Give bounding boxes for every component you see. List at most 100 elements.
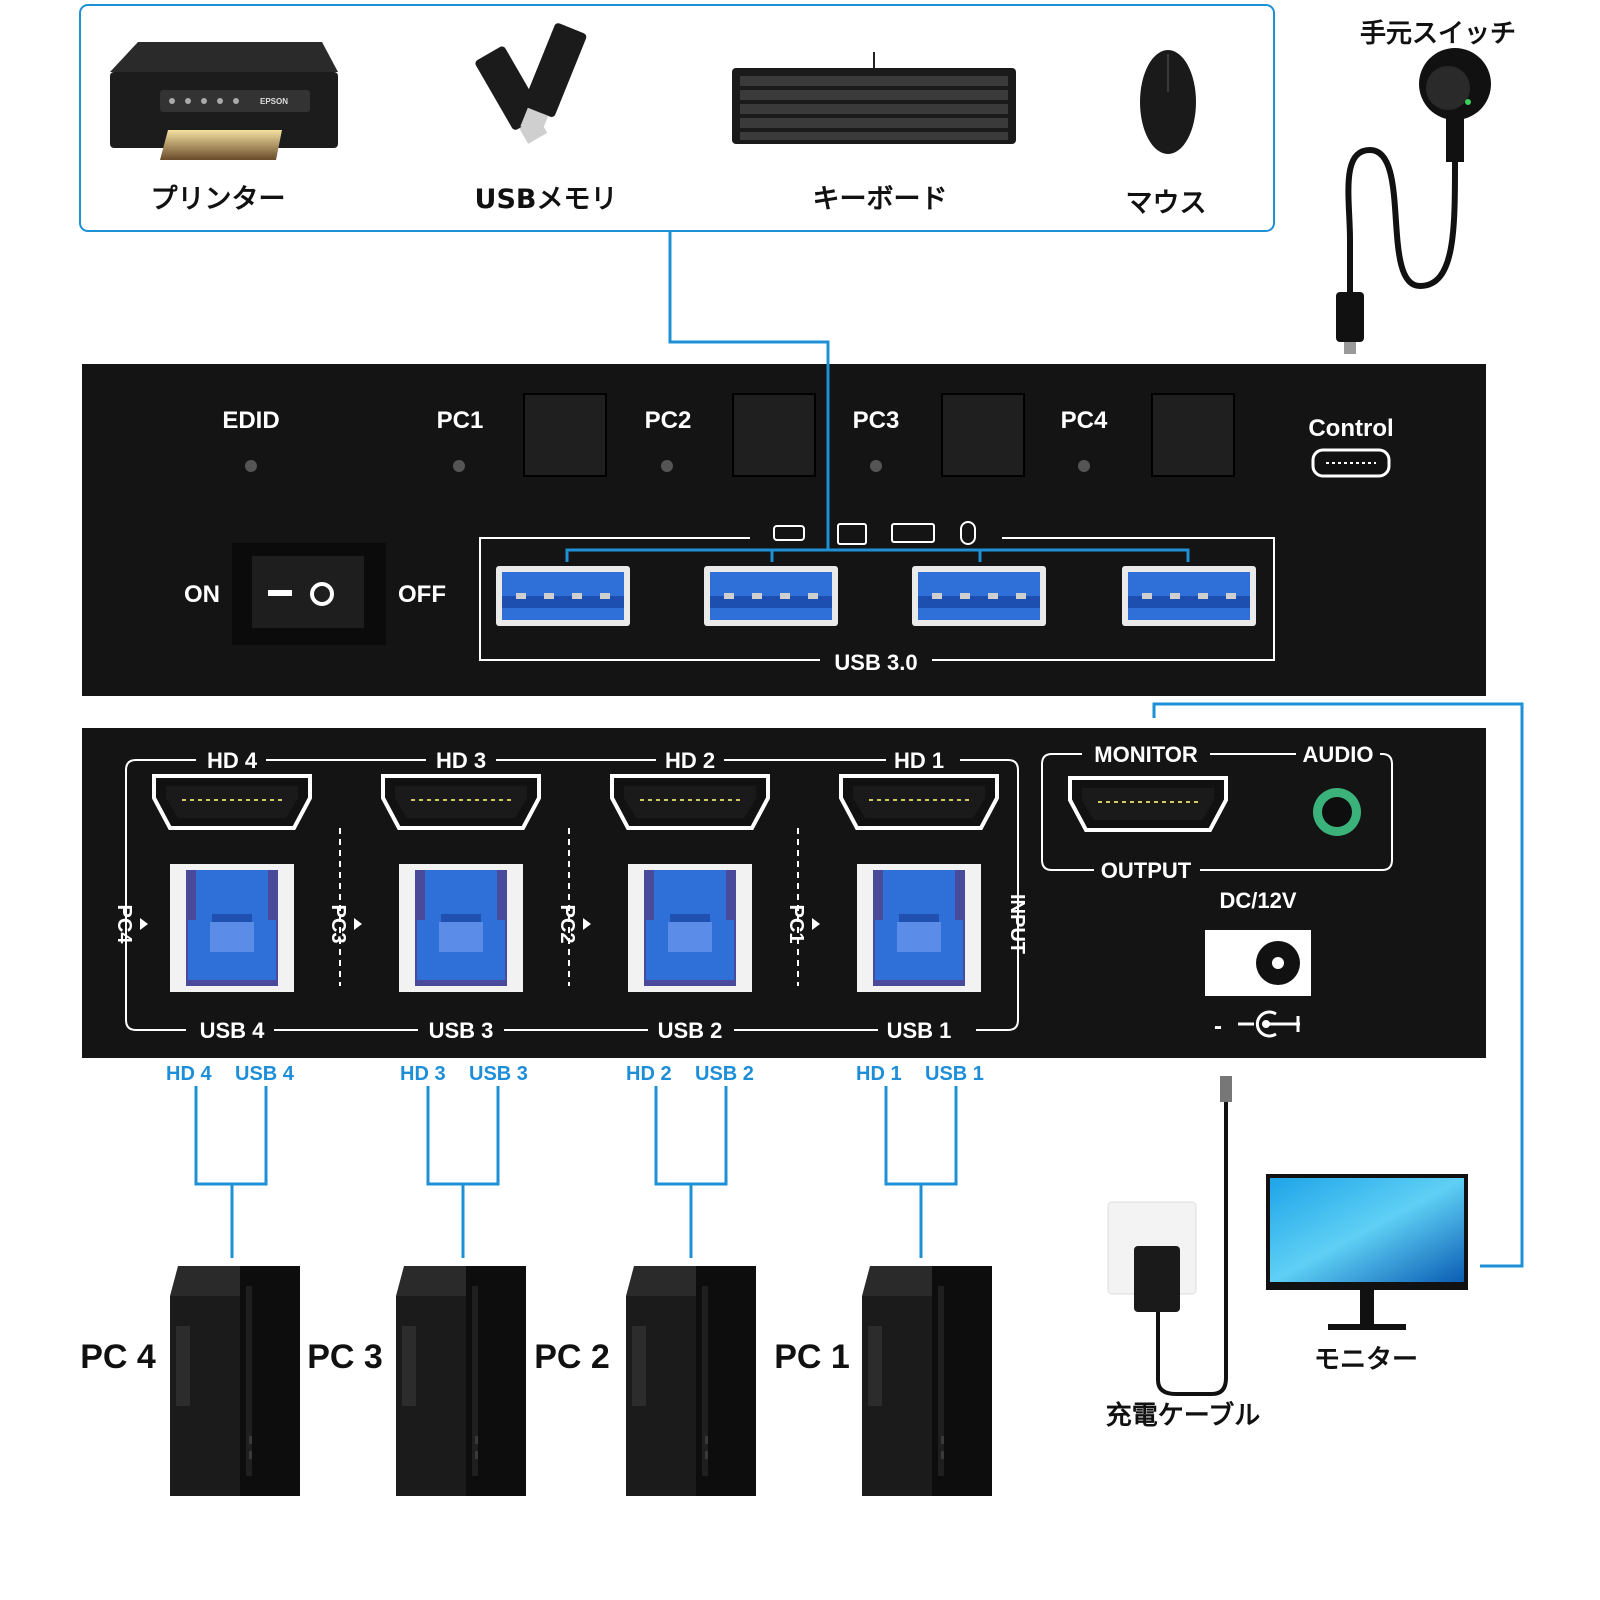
keyboard-small-icon <box>891 523 935 543</box>
pc1-side-label: PC1 <box>785 905 807 944</box>
keyboard-icon <box>732 52 1016 144</box>
cable-label-hd2: HD 2 <box>626 1063 672 1085</box>
cable-label-hd1: HD 1 <box>856 1063 902 1085</box>
dc-power-port[interactable] <box>1205 930 1311 996</box>
pc1-button[interactable] <box>523 393 607 477</box>
usb30-device-icons <box>773 521 976 545</box>
peripheral-label-keyboard: キーボード <box>813 184 948 215</box>
pc2-side-label: PC2 <box>556 905 578 944</box>
pc3-led <box>870 460 882 472</box>
monitor-hdmi-port[interactable] <box>1068 776 1228 832</box>
usb30-port-1[interactable] <box>496 566 630 626</box>
cable-label-hd3: HD 3 <box>400 1063 446 1085</box>
printer-icon: EPSON <box>110 42 338 160</box>
cable-label-usb3: USB 3 <box>469 1063 528 1085</box>
usb2-b-port[interactable] <box>628 864 752 992</box>
dc-label: DC/12V <box>1219 888 1296 913</box>
remote-switch-icon <box>1336 48 1491 354</box>
pc1-tower-icon <box>862 1266 992 1496</box>
hd2-port-label: HD 2 <box>665 748 715 773</box>
hd1-port-label: HD 1 <box>894 748 944 773</box>
usb3-b-port[interactable] <box>399 864 523 992</box>
mouse-icon <box>1140 50 1196 154</box>
peripheral-label-printer: プリンター <box>151 184 286 215</box>
cable-label-usb4: USB 4 <box>235 1063 295 1085</box>
hd3-port-label: HD 3 <box>436 748 486 773</box>
hd3-hdmi-port[interactable] <box>381 774 541 830</box>
usb30-frame <box>479 537 1275 661</box>
monitor-icon <box>1266 1174 1468 1330</box>
usb4-b-port[interactable] <box>170 864 294 992</box>
pc3-side-label: PC3 <box>327 905 349 944</box>
pc-cable-lines <box>194 1086 958 1258</box>
pc2-label: PC 2 <box>534 1338 610 1376</box>
usb30-port-3[interactable] <box>912 566 1046 626</box>
mouse-small-icon <box>960 521 976 545</box>
usb30-port-4[interactable] <box>1122 566 1256 626</box>
charger-icon <box>1107 1076 1232 1396</box>
hd4-port-label: HD 4 <box>207 748 258 773</box>
dc-polarity-icon: - <box>1214 1010 1300 1040</box>
pc3-button-label: PC3 <box>853 407 900 434</box>
audio-port-label: AUDIO <box>1303 742 1374 767</box>
pc3-button[interactable] <box>941 393 1025 477</box>
pc4-label: PC 4 <box>80 1338 156 1376</box>
input-label: INPUT <box>1006 894 1028 954</box>
polarity-minus: - <box>1214 1013 1222 1040</box>
power-on-label: ON <box>184 581 220 608</box>
edid-label: EDID <box>222 407 279 434</box>
usb1-port-label: USB 1 <box>887 1018 952 1043</box>
edid-led <box>245 460 257 472</box>
cable-label-usb1: USB 1 <box>925 1063 984 1085</box>
pc3-label: PC 3 <box>307 1338 383 1376</box>
monitor-port-label: MONITOR <box>1094 742 1198 767</box>
hd4-hdmi-port[interactable] <box>152 774 312 830</box>
output-label: OUTPUT <box>1101 858 1192 883</box>
usb1-b-port[interactable] <box>857 864 981 992</box>
hd1-hdmi-port[interactable] <box>839 774 999 830</box>
power-off-label: OFF <box>398 581 446 608</box>
usb30-label: USB 3.0 <box>834 650 917 675</box>
pc4-button-label: PC4 <box>1061 407 1108 434</box>
printer-brand: EPSON <box>260 97 288 106</box>
rear-panel <box>82 728 1486 1058</box>
cable-label-hd4: HD 4 <box>166 1063 212 1085</box>
hd2-hdmi-port[interactable] <box>610 774 770 830</box>
output-frame-right <box>1200 753 1393 871</box>
usb2-port-label: USB 2 <box>658 1018 723 1043</box>
cable-label-usb2: USB 2 <box>695 1063 754 1085</box>
pc2-button-label: PC2 <box>645 407 692 434</box>
pc2-button[interactable] <box>732 393 816 477</box>
pc2-led <box>661 460 673 472</box>
peripherals-frame <box>79 4 1275 232</box>
pc4-led <box>1078 460 1090 472</box>
peripheral-label-mouse: マウス <box>1126 188 1207 219</box>
usb-stick-icon <box>475 23 587 144</box>
monitor-label: モニター <box>1314 1345 1418 1375</box>
pc2-tower-icon <box>626 1266 756 1496</box>
pc1-button-label: PC1 <box>437 407 484 434</box>
charger-label: 充電ケーブル <box>1106 1400 1260 1431</box>
pc4-tower-icon <box>170 1266 300 1496</box>
usb3-port-label: USB 3 <box>429 1018 494 1043</box>
pc4-side-label: PC4 <box>113 905 135 945</box>
pc4-button[interactable] <box>1151 393 1235 477</box>
usb30-bus-line <box>565 548 1190 562</box>
peripheral-label-usb: USBメモリ <box>475 184 618 215</box>
output-frame-left <box>1041 753 1094 871</box>
monitor-cable-line <box>1152 702 1524 1268</box>
usb30-port-2[interactable] <box>704 566 838 626</box>
usb4-port-label: USB 4 <box>200 1018 266 1043</box>
pc1-led <box>453 460 465 472</box>
usb-stick-small-icon <box>773 525 805 541</box>
power-switch[interactable] <box>232 543 386 645</box>
pc1-label: PC 1 <box>774 1338 850 1376</box>
input-frame-left <box>125 759 196 1031</box>
input-frame-right <box>960 759 1019 1031</box>
audio-jack[interactable] <box>1313 788 1361 836</box>
pc3-tower-icon <box>396 1266 526 1496</box>
remote-switch-label: 手元スイッチ <box>1360 19 1516 49</box>
printer-small-icon <box>837 523 867 545</box>
control-label: Control <box>1308 415 1393 442</box>
